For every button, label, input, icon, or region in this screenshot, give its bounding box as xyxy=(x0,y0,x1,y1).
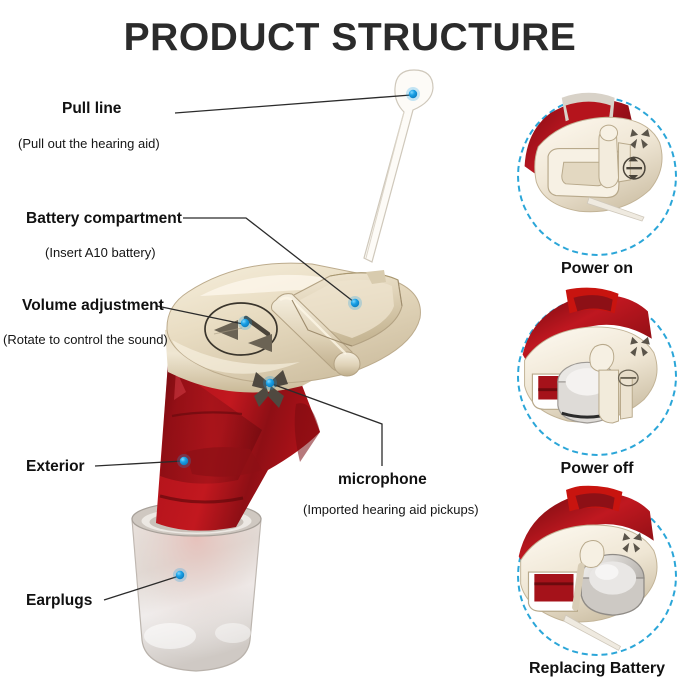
callout-pull-line-sub: (Pull out the hearing aid) xyxy=(18,131,160,151)
callout-pull-line: Pull line xyxy=(62,100,121,117)
panel-caption: Replacing Battery xyxy=(528,660,666,677)
callout-battery-compartment-sub: (Insert A10 battery) xyxy=(45,240,156,260)
panel-caption: Power off xyxy=(560,460,634,477)
battery-door xyxy=(271,270,403,377)
cream-shell-faceplate xyxy=(165,262,421,393)
panel-artwork-clip xyxy=(505,84,693,272)
microphone-port xyxy=(252,370,288,408)
pull-line-cord xyxy=(363,69,434,263)
callout-sub: (Pull out the hearing aid) xyxy=(18,136,160,151)
callout-microphone: microphone xyxy=(338,471,427,488)
callout-heading: microphone xyxy=(338,471,427,488)
callout-volume-adjustment: Volume adjustment xyxy=(22,297,164,314)
callout-heading: Exterior xyxy=(26,458,85,475)
panel-artwork-clip xyxy=(505,484,693,672)
replacing-battery-illustration xyxy=(518,485,658,651)
panel-caption: Power on xyxy=(560,260,633,277)
callout-earplugs: Earplugs xyxy=(26,592,92,609)
callout-exterior: Exterior xyxy=(26,458,85,475)
callout-sub: (Rotate to control the sound) xyxy=(3,332,168,347)
panel-artwork-clip xyxy=(505,284,693,472)
earplug-dome xyxy=(131,501,262,672)
callout-volume-adjustment-sub: (Rotate to control the sound) xyxy=(3,327,168,347)
panel-power-off[interactable]: Power off xyxy=(512,287,682,478)
callout-heading: Volume adjustment xyxy=(22,297,164,314)
dashed-circle-frame xyxy=(517,92,677,256)
panel-replacing-battery[interactable]: Replacing Battery xyxy=(512,485,682,678)
volume-wheel xyxy=(204,302,278,356)
callout-sub: (Insert A10 battery) xyxy=(45,245,156,260)
callout-heading: Battery compartment xyxy=(26,210,182,227)
callout-battery-compartment: Battery compartment xyxy=(26,210,182,227)
panel-power-on[interactable]: Power on xyxy=(512,92,682,278)
callout-heading: Earplugs xyxy=(26,592,93,609)
callout-heading: Pull line xyxy=(62,100,122,117)
page-title: PRODUCT STRUCTURE xyxy=(123,16,577,59)
callout-microphone-sub: (Imported hearing aid pickups) xyxy=(303,497,479,517)
dashed-circle-frame xyxy=(517,287,677,456)
dashed-circle-frame xyxy=(517,485,677,656)
red-body-exterior xyxy=(156,363,320,531)
power-on-illustration xyxy=(524,92,663,222)
callout-sub: (Imported hearing aid pickups) xyxy=(303,502,479,517)
power-off-illustration xyxy=(522,287,658,424)
